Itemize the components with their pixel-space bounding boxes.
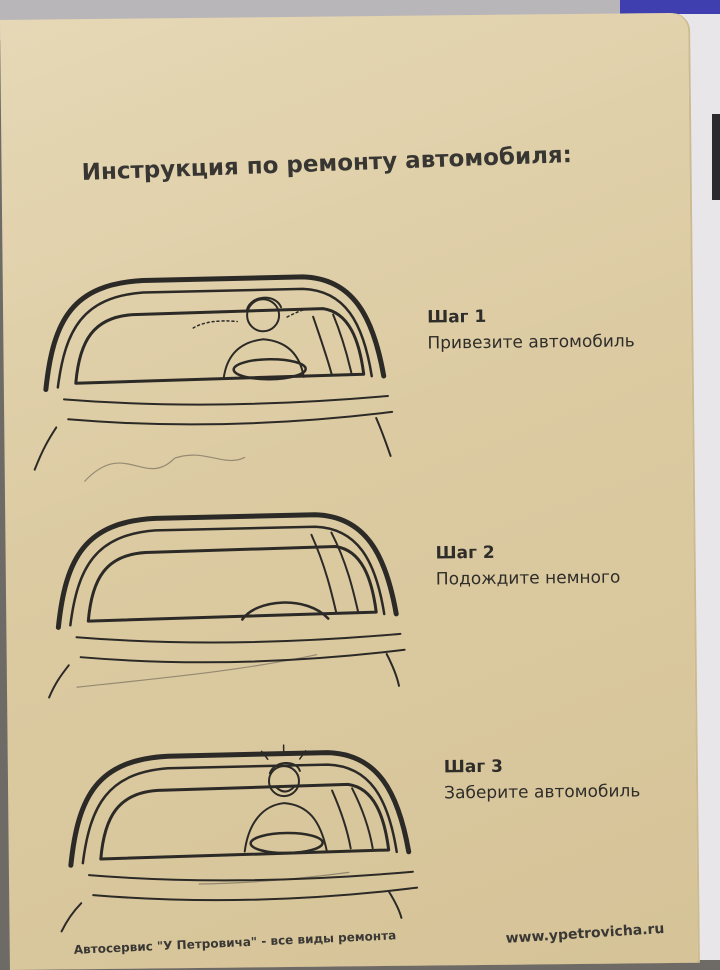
car-illustration-2 [48, 512, 406, 699]
car-illustration-1 [33, 274, 394, 482]
step-2-text: Подождите немного [435, 567, 621, 590]
step-3-text: Заберите автомобиль [444, 781, 641, 804]
step-2-heading: Шаг 2 [435, 542, 495, 564]
booklet-page: Инструкция по ремонту автомобиля: [0, 12, 698, 970]
step-1-text: Привезите автомобиль [427, 331, 635, 354]
footer-website: www.ypetrovicha.ru [505, 920, 665, 947]
step-1-heading: Шаг 1 [427, 306, 487, 328]
step-3-heading: Шаг 3 [443, 756, 504, 778]
page-title: Инструкция по ремонту автомобиля: [81, 141, 573, 186]
car-illustration-3 [60, 744, 419, 933]
adjacent-page-block [712, 114, 720, 200]
